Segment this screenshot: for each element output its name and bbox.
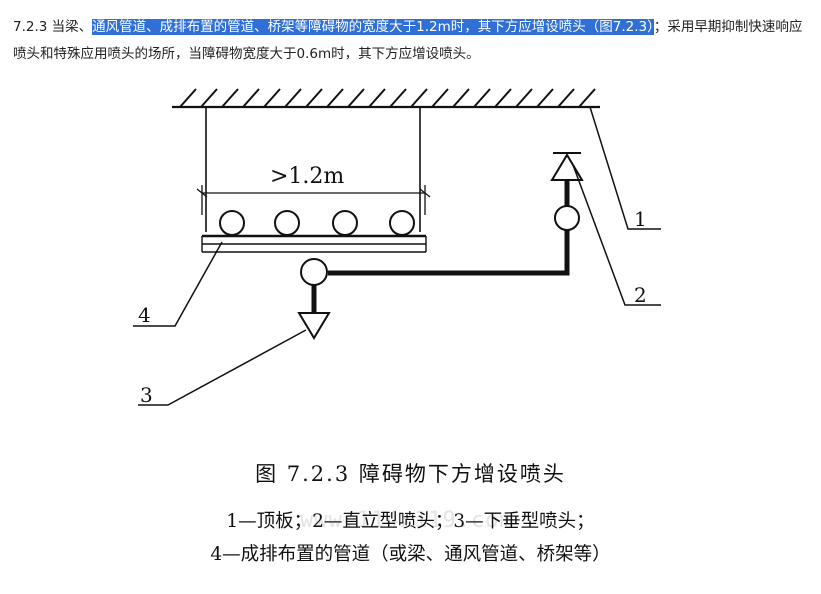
supply-pipe	[328, 220, 570, 276]
pipe-row	[219, 210, 415, 236]
pipe-2	[274, 210, 300, 236]
hatch-mark	[515, 88, 533, 108]
hatch-mark	[473, 88, 491, 108]
hatch-mark	[326, 88, 344, 108]
pipe-1	[219, 210, 245, 236]
leader-label-1: 1	[634, 207, 647, 231]
hatch-mark	[368, 88, 386, 108]
clause-prefix: 7.2.3 当梁、	[13, 19, 93, 35]
ceiling-slab	[172, 88, 600, 109]
hatch-mark	[431, 88, 449, 108]
upright-sprinkler	[550, 152, 584, 231]
hatch-mark	[536, 88, 554, 108]
pendent-sprinkler	[297, 258, 331, 340]
dimension-label: >1.2m	[270, 164, 344, 189]
watermark: www.114x119.com	[300, 508, 514, 533]
leader-label-3: 3	[140, 383, 153, 407]
leader-label-4: 4	[138, 303, 151, 327]
hatch-mark	[284, 88, 302, 108]
pipe-4	[389, 210, 415, 236]
hatch-mark	[347, 88, 365, 108]
hatch-mark	[557, 88, 575, 108]
clause-paragraph: 7.2.3 当梁、通风管道、成排布置的管道、桥架等障碍物的宽度大于1.2m时，其…	[13, 14, 813, 68]
hatch-mark	[305, 88, 323, 108]
hatch-mark	[179, 88, 197, 108]
leader-label-2: 2	[634, 283, 647, 307]
legend-line-2: 4—成排布置的管道（或梁、通风管道、桥架等）	[210, 544, 611, 565]
legend-line-1: 1—顶板；2—直立型喷头；3—下垂型喷头；	[226, 511, 595, 532]
hatch-mark	[389, 88, 407, 108]
figure-title: 图 7.2.3 障碍物下方增设喷头	[255, 462, 566, 486]
hatch-mark	[242, 88, 260, 108]
highlighted-text[interactable]: 通风管道、成排布置的管道、桥架等障碍物的宽度大于1.2m时，其下方应增设喷头（图…	[92, 19, 654, 35]
hatch-mark	[221, 88, 239, 108]
hatch-mark	[263, 88, 281, 108]
leader-lines	[133, 106, 661, 406]
hatch-mark	[494, 88, 512, 108]
clause-suffix: ；采用早期抑制快速响应喷头和特殊应用喷头的场所，当障碍物宽度大于0.6m时，其下…	[13, 19, 803, 62]
dimension-line	[196, 185, 431, 215]
pipe-tray	[201, 234, 427, 253]
hatch-mark	[200, 88, 218, 108]
hatch-mark	[578, 88, 596, 108]
pipe-3	[332, 210, 358, 236]
hatch-mark	[452, 88, 470, 108]
hatch-mark	[410, 88, 428, 108]
